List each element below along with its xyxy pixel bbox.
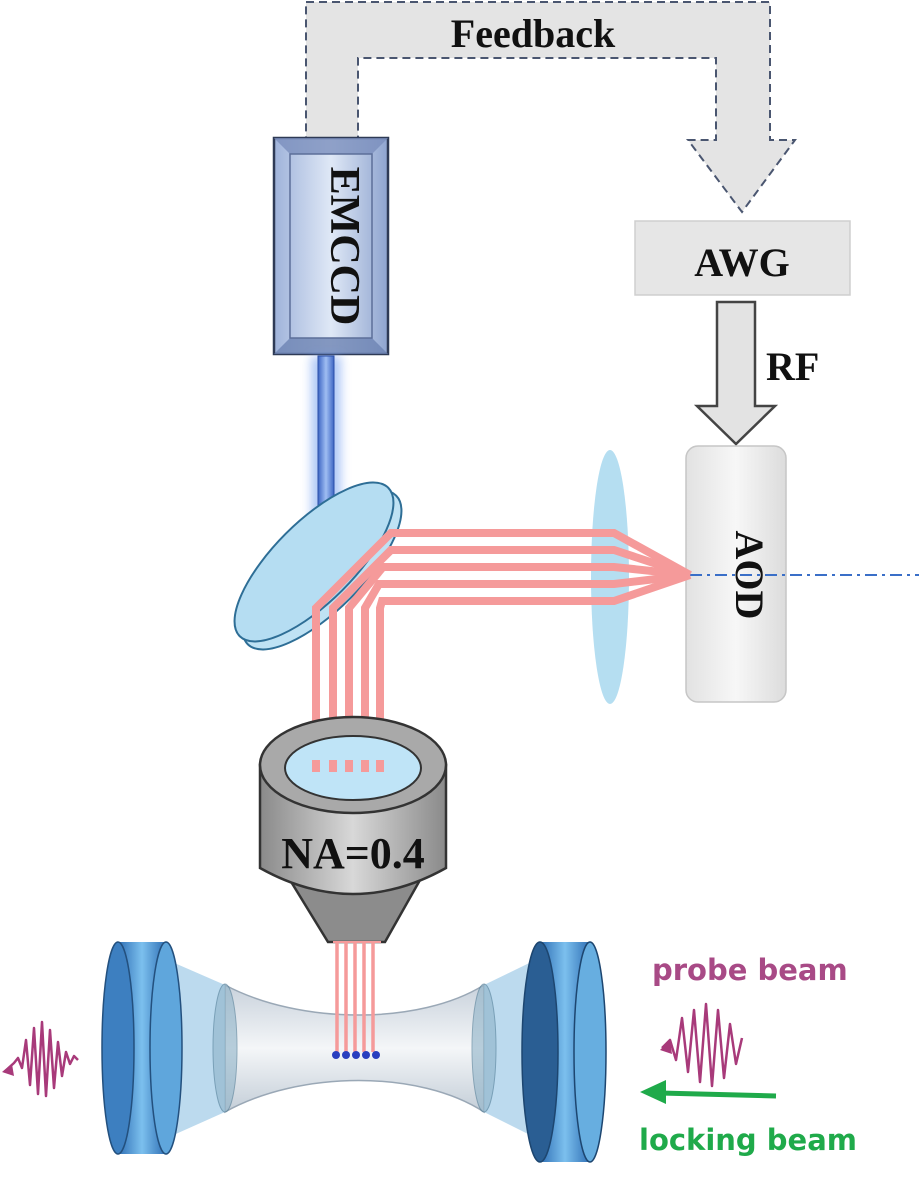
- focused-beams: [333, 941, 381, 1052]
- emccd-camera: EMCCD: [272, 136, 390, 356]
- awg-label: AWG: [694, 240, 790, 285]
- cavity-mirror-right: [521, 941, 607, 1163]
- probe-wave-packet: [660, 1002, 744, 1088]
- tweezer-beam-3: [345, 563, 691, 772]
- rf-label: RF: [766, 344, 819, 389]
- objective-na-label: NA=0.4: [281, 829, 425, 878]
- rf-arrow: RF: [693, 300, 819, 446]
- cavity-mirror-left: [101, 941, 183, 1155]
- wave-packet-icon: [661, 1002, 744, 1088]
- awg-box: AWG: [634, 220, 851, 296]
- down-arrow-icon: [693, 300, 779, 446]
- wave-packet-icon: [2, 1020, 79, 1098]
- focusing-lens: [591, 450, 629, 704]
- tweezer-beams: [312, 529, 692, 772]
- optical-cavity: [101, 941, 607, 1163]
- tweezer-beam-4: [361, 571, 691, 772]
- probe-beam-label: probe beam: [652, 953, 848, 987]
- aod-device: AOD: [685, 445, 787, 703]
- locking-beam-label: locking beam: [639, 1123, 857, 1157]
- objective-lens: NA=0.4: [258, 715, 448, 944]
- dichroic-mirror: [233, 481, 403, 651]
- tweezer-beam-5: [376, 571, 692, 772]
- locking-beam-arrow: [640, 1080, 777, 1104]
- feedback-label: Feedback: [451, 11, 616, 56]
- atom: [362, 1051, 370, 1059]
- feedback-arrow: Feedback: [305, 1, 797, 214]
- atom: [352, 1051, 360, 1059]
- tweezer-beam-2: [329, 546, 692, 772]
- atom: [332, 1051, 340, 1059]
- tweezer-beam-1: [312, 529, 692, 772]
- aperture-beams: [312, 760, 384, 772]
- emccd-label: EMCCD: [321, 167, 367, 326]
- trapped-atoms: [332, 1051, 380, 1059]
- left-arrow-icon: [659, 1090, 777, 1099]
- atom: [342, 1051, 350, 1059]
- atom: [372, 1051, 380, 1059]
